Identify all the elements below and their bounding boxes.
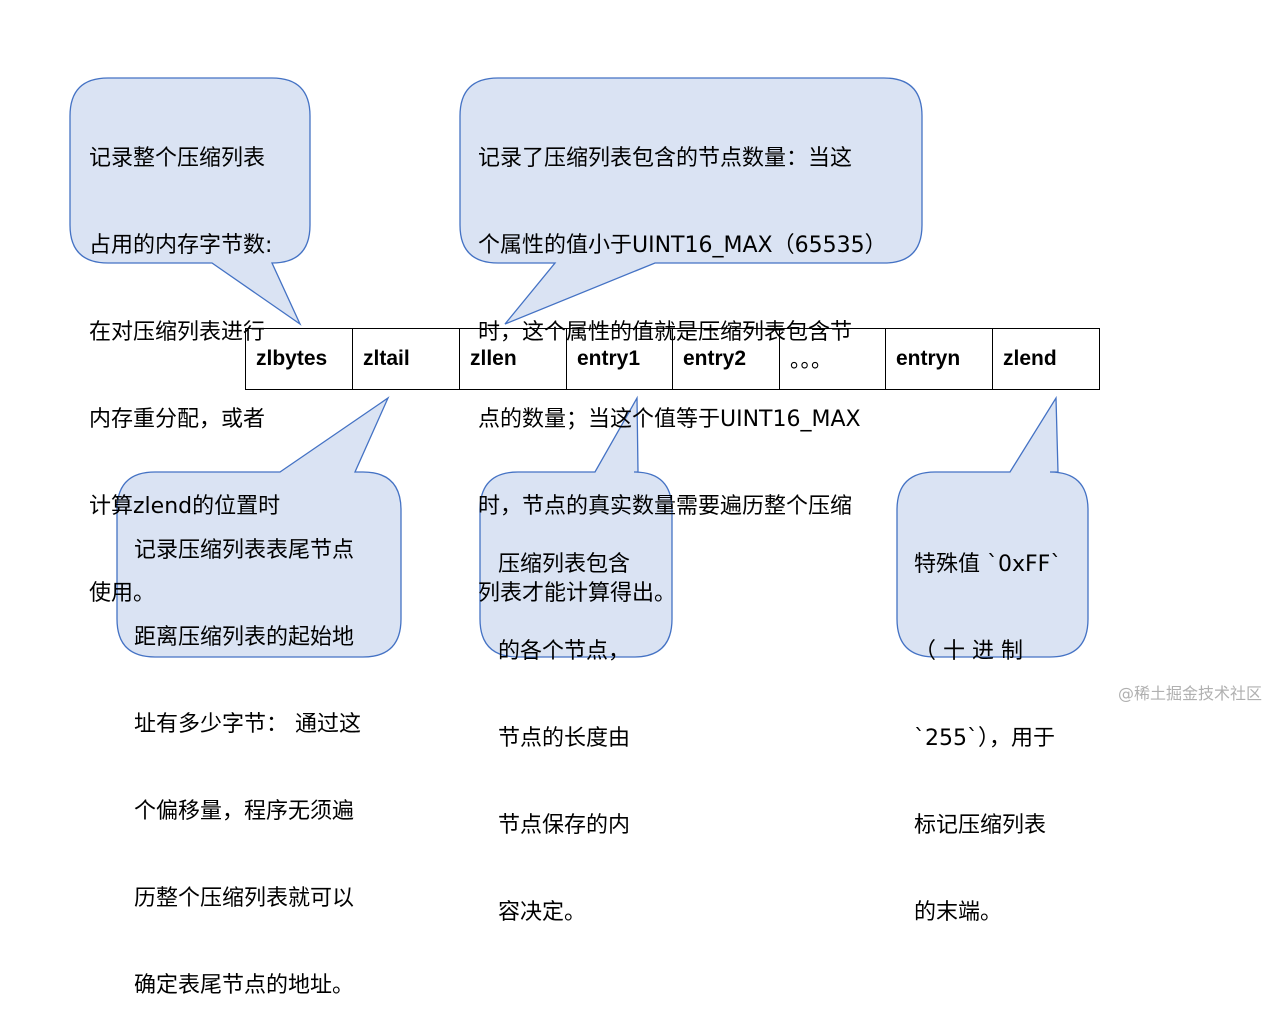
cell-ellipsis: 。。。 [779, 328, 886, 390]
cell-entry2: entry2 [672, 328, 780, 390]
watermark: @稀土掘金技术社区 [1117, 684, 1262, 703]
callout-line: 确定表尾节点的地址。 [134, 973, 355, 998]
callout-line: 在对压缩列表进行 [89, 320, 266, 345]
callout-line: 容决定。 [498, 900, 587, 925]
callout-bubble-zlend [896, 395, 1089, 658]
callout-bubble-zlbytes [69, 77, 311, 326]
cell-zllen: zllen [459, 328, 567, 390]
callout-text-entry: 压缩列表包含 的各个节点， 节点的长度由 节点保存的内 容决定。 [498, 492, 630, 956]
callout-line: 记录压缩列表表尾节点 [134, 538, 355, 563]
callout-text-zlbytes: 记录整个压缩列表 占用的内存字节数: 在对压缩列表进行 内存重分配，或者 计算z… [89, 86, 280, 637]
callout-shapes [69, 77, 1089, 658]
callout-text-zllen: 记录了压缩列表包含的节点数量：当这 个属性的值小于UINT16_MAX（6553… [478, 86, 887, 637]
cell-zlend: zlend [992, 328, 1100, 390]
callout-line: 距离压缩列表的起始地 [134, 625, 355, 650]
callout-line: 时，这个属性的值就是压缩列表包含节 [478, 320, 853, 345]
callout-text-zltail: 记录压缩列表表尾节点 距离压缩列表的起始地 址有多少字节： 通过这 个偏移量，程… [134, 478, 361, 1029]
callout-line: 使用。 [89, 581, 156, 606]
callout-line: 记录整个压缩列表 [89, 146, 266, 171]
callout-line: 标记压缩列表 [914, 813, 1047, 838]
callout-line: 点的数量；当这个值等于UINT16_MAX [478, 407, 861, 432]
callout-line: 占用的内存字节数: [89, 233, 273, 258]
callout-line: 的末端。 [914, 900, 1003, 925]
callout-line: 历整个压缩列表就可以 [134, 886, 355, 911]
callout-line: 列表才能计算得出。 [478, 581, 677, 606]
cell-zlbytes: zlbytes [245, 328, 353, 390]
callout-line: 记录了压缩列表包含的节点数量：当这 [478, 146, 853, 171]
cell-entry1: entry1 [566, 328, 673, 390]
callout-line: 节点保存的内 [498, 813, 631, 838]
callout-line: `255`），用于 [914, 726, 1055, 751]
callout-line: 内存重分配，或者 [89, 407, 266, 432]
callout-line: （ 十 进 制 [914, 639, 1023, 664]
callout-line: 的各个节点， [498, 639, 631, 664]
callout-line: 特殊值 `0xFF` [914, 552, 1062, 577]
callout-line: 压缩列表包含 [498, 552, 631, 577]
callout-text-zlend: 特殊值 `0xFF` （ 十 进 制 `255`），用于 标记压缩列表 的末端。 [914, 492, 1061, 956]
callout-line: 时，节点的真实数量需要遍历整个压缩 [478, 494, 853, 519]
callout-line: 址有多少字节： 通过这 [134, 712, 361, 737]
callout-line: 个偏移量，程序无须遍 [134, 799, 355, 824]
cell-entryn: entryn [885, 328, 993, 390]
callout-bubble-zltail [116, 396, 402, 658]
callout-line: 个属性的值小于UINT16_MAX（65535） [478, 233, 887, 258]
callout-bubble-entry [479, 395, 673, 658]
callout-line: 计算zlend的位置时 [89, 494, 281, 519]
cell-zltail: zltail [352, 328, 460, 390]
callout-line: 节点的长度由 [498, 726, 631, 751]
callout-bubble-zllen [459, 77, 923, 325]
